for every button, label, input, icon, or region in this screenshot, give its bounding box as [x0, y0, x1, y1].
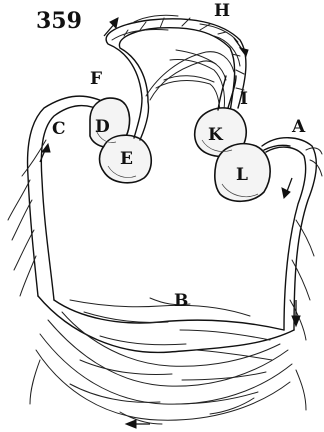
label-d: D	[95, 117, 110, 137]
left-heart	[90, 98, 151, 183]
right-vessels	[262, 138, 322, 340]
label-f: F	[90, 69, 102, 89]
label-c: C	[52, 119, 66, 139]
figure-number: 359	[36, 8, 82, 34]
label-a: A	[291, 117, 306, 137]
pulmonary-vessels	[106, 15, 246, 118]
label-l: L	[236, 165, 248, 185]
label-h: H	[214, 1, 230, 21]
label-k: K	[208, 125, 224, 145]
label-i: I	[240, 89, 248, 109]
systemic-vessels	[30, 296, 306, 424]
label-e: E	[120, 149, 133, 169]
label-b: B	[174, 291, 188, 311]
